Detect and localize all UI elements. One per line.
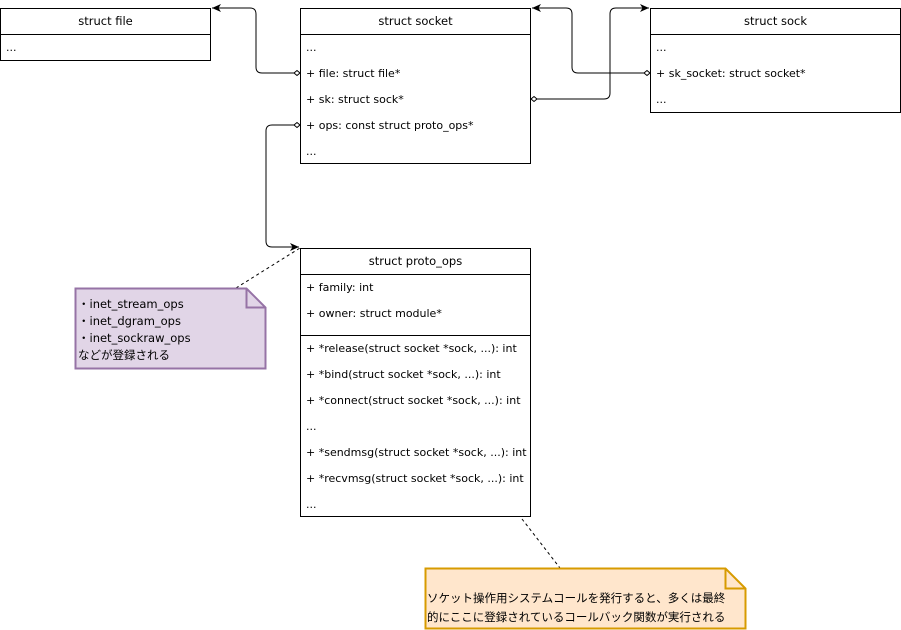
ops-note-line: ・inet_stream_ops	[78, 297, 184, 311]
struct-socket-sk-field: + sk: struct sock*	[306, 93, 404, 106]
ops-note-shape	[74, 287, 267, 370]
ops-note-line: ・inet_dgram_ops	[78, 314, 181, 328]
ops-note-line: などが登録される	[78, 348, 170, 362]
struct-socket-row: ...	[306, 145, 317, 158]
sk-socket-pointer-connector	[532, 4, 644, 74]
struct-sock-box[interactable]: struct sock ... + sk_socket: struct sock…	[650, 8, 901, 113]
proto-ops-release-method: + *release(struct socket *sock, ...): in…	[306, 342, 517, 355]
ops-note: ・inet_stream_ops ・inet_dgram_ops ・inet_s…	[78, 296, 248, 364]
struct-socket-ops-field: + ops: const struct proto_ops*	[306, 119, 474, 132]
proto-ops-ellipsis: ...	[306, 420, 317, 433]
struct-sock-row: ...	[656, 93, 667, 106]
struct-file-row: ...	[6, 41, 17, 54]
struct-sock-row: ...	[656, 41, 667, 54]
sk-socket-pointer-diamond	[643, 69, 651, 77]
callback-note: ソケット操作用システムコールを発行すると、多くは最終 的にここに登録されているコ…	[427, 589, 745, 627]
struct-proto-ops-title: struct proto_ops	[301, 249, 530, 275]
proto-ops-sendmsg-method: + *sendmsg(struct socket *sock, ...): in…	[306, 446, 527, 459]
ops-note-fold	[245, 288, 266, 309]
proto-ops-connect-method: + *connect(struct socket *sock, ...): in…	[306, 394, 521, 407]
struct-socket-title: struct socket	[301, 9, 530, 35]
callback-note-line: 的にここに登録されているコールバック関数が実行される	[427, 610, 726, 624]
file-pointer-diamond	[293, 69, 301, 77]
struct-socket-file-field: + file: struct file*	[306, 67, 401, 80]
sk-pointer-diamond	[530, 95, 538, 103]
proto-ops-recvmsg-method: + *recvmsg(struct socket *sock, ...): in…	[306, 472, 524, 485]
proto-ops-owner-field: + owner: struct module*	[306, 307, 442, 320]
callback-note-line: ソケット操作用システムコールを発行すると、多くは最終	[427, 591, 726, 605]
ops-pointer-connector	[265, 124, 299, 251]
ops-note-line: ・inet_sockraw_ops	[78, 331, 191, 345]
struct-sock-sk-socket-field: + sk_socket: struct socket*	[656, 67, 806, 80]
sk-pointer-connector	[537, 4, 649, 100]
callback-note-anchor-line	[521, 518, 561, 569]
proto-ops-family-field: + family: int	[306, 281, 374, 294]
struct-sock-title: struct sock	[651, 9, 900, 35]
struct-file-box[interactable]: struct file ...	[0, 8, 211, 61]
ops-pointer-diamond	[293, 121, 301, 129]
proto-ops-separator	[301, 327, 530, 336]
struct-socket-row: ...	[306, 41, 317, 54]
struct-file-title: struct file	[1, 9, 210, 35]
ops-note-anchor-line	[235, 247, 301, 289]
proto-ops-bind-method: + *bind(struct socket *sock, ...): int	[306, 368, 501, 381]
struct-proto-ops-box[interactable]: struct proto_ops + family: int + owner: …	[300, 248, 531, 517]
callback-note-shape	[424, 567, 747, 630]
callback-note-fold	[724, 568, 746, 590]
proto-ops-ellipsis: ...	[306, 498, 317, 511]
file-pointer-connector	[212, 4, 294, 74]
struct-socket-box[interactable]: struct socket ... + file: struct file* +…	[300, 8, 531, 164]
